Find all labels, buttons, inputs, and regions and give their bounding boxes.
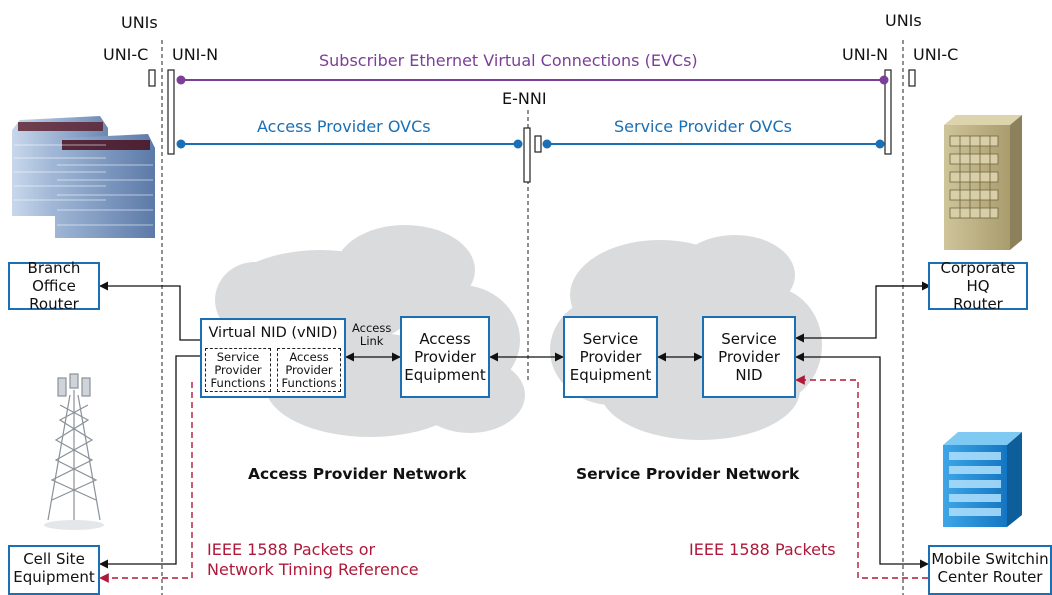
virtual-nid-title: Virtual NID (vNID): [208, 325, 338, 341]
spnid-line3: NID: [735, 366, 763, 384]
msc-router-line2: Center Router: [937, 568, 1043, 586]
msc-router-line1: Mobile Switchin: [931, 550, 1049, 568]
enni-label: E-NNI: [502, 89, 547, 108]
uni-n-right-label: UNI-N: [842, 45, 889, 64]
corporate-hq-router-box: Corporate HQ Router: [928, 259, 1028, 313]
msc-building-image: [943, 432, 1022, 527]
corporate-hq-router-line1: Corporate HQ: [940, 259, 1016, 295]
access-ovc-label: Access Provider OVCs: [257, 117, 431, 136]
access-ovc-line: [176, 139, 523, 149]
service-ovc-label: Service Provider OVCs: [614, 117, 792, 136]
vnid-spf-line1: Service: [216, 349, 260, 364]
cell-site-equipment-box: Cell Site Equipment: [8, 545, 100, 595]
nid-to-msc-arrow: [795, 352, 929, 569]
vnid-spf-line3: Functions: [210, 375, 266, 390]
access-link-label: Access Link: [352, 322, 391, 348]
enni-right-marker: [534, 135, 542, 153]
spe-line1: Service: [582, 330, 639, 348]
timing-left-line2: Network Timing Reference: [207, 560, 419, 579]
vnid-access-provider-functions-box: Access Provider Functions: [277, 348, 341, 392]
spnid-line2: Provider: [718, 348, 780, 366]
cell-tower-image: [44, 373, 104, 530]
mobile-switching-center-router-box: Mobile Switchin Center Router: [928, 545, 1052, 595]
vnid-apf-line1: Access: [289, 349, 329, 364]
timing-left-line1: IEEE 1588 Packets or: [207, 540, 376, 559]
vnid-apf-line3: Functions: [281, 375, 337, 390]
corporate-hq-router-line2: Router: [953, 295, 1003, 313]
enni-left-marker: [523, 127, 531, 183]
access-provider-equipment-box: Access Provider Equipment: [400, 316, 490, 398]
ape-line1: Access: [419, 330, 471, 348]
service-provider-network-label: Service Provider Network: [576, 465, 800, 483]
branch-office-router-box: Branch Office Router: [8, 259, 100, 313]
vnid-to-cellsite-arrow: [99, 355, 200, 569]
branch-office-router-line1: Branch Office: [27, 259, 81, 295]
cell-site-equipment-line1: Cell Site: [23, 550, 85, 568]
uni-n-right-marker: [884, 69, 892, 155]
uni-c-right-marker: [908, 69, 916, 87]
uni-c-right-label: UNI-C: [913, 45, 959, 64]
uni-n-left-label: UNI-N: [172, 45, 219, 64]
evc-line: [176, 75, 889, 85]
timing-left-path: [99, 382, 193, 583]
vnid-spf-line2: Provider: [214, 362, 262, 377]
access-link-line1: Access: [352, 321, 392, 335]
vnid-service-provider-functions-box: Service Provider Functions: [205, 348, 271, 392]
uni-c-left-label: UNI-C: [103, 45, 149, 64]
ape-line3: Equipment: [404, 366, 486, 384]
uni-c-left-marker: [148, 69, 156, 87]
service-provider-equipment-box: Service Provider Equipment: [563, 316, 658, 398]
vnid-apf-line2: Provider: [285, 362, 333, 377]
office-buildings-image: [12, 116, 155, 238]
spe-line3: Equipment: [569, 366, 652, 384]
spe-line2: Provider: [579, 348, 642, 366]
vnid-to-branch-arrow: [99, 281, 200, 341]
access-provider-network-label: Access Provider Network: [248, 465, 467, 483]
branch-office-router-line2: Router: [29, 295, 79, 313]
access-link-line2: Link: [359, 334, 384, 348]
evc-label: Subscriber Ethernet Virtual Connections …: [319, 51, 698, 70]
service-provider-nid-box: Service Provider NID: [702, 316, 796, 398]
unis-right-label: UNIs: [885, 11, 922, 30]
uni-n-left-marker: [167, 69, 175, 155]
cell-site-equipment-line2: Equipment: [13, 568, 95, 586]
service-ovc-line: [542, 139, 885, 149]
timing-right-label: IEEE 1588 Packets: [689, 540, 836, 559]
timing-right-path: [795, 375, 928, 579]
spnid-line1: Service: [721, 330, 777, 348]
corporate-hq-building-image: [944, 115, 1022, 250]
ape-line2: Provider: [414, 348, 476, 366]
unis-left-label: UNIs: [121, 13, 158, 32]
